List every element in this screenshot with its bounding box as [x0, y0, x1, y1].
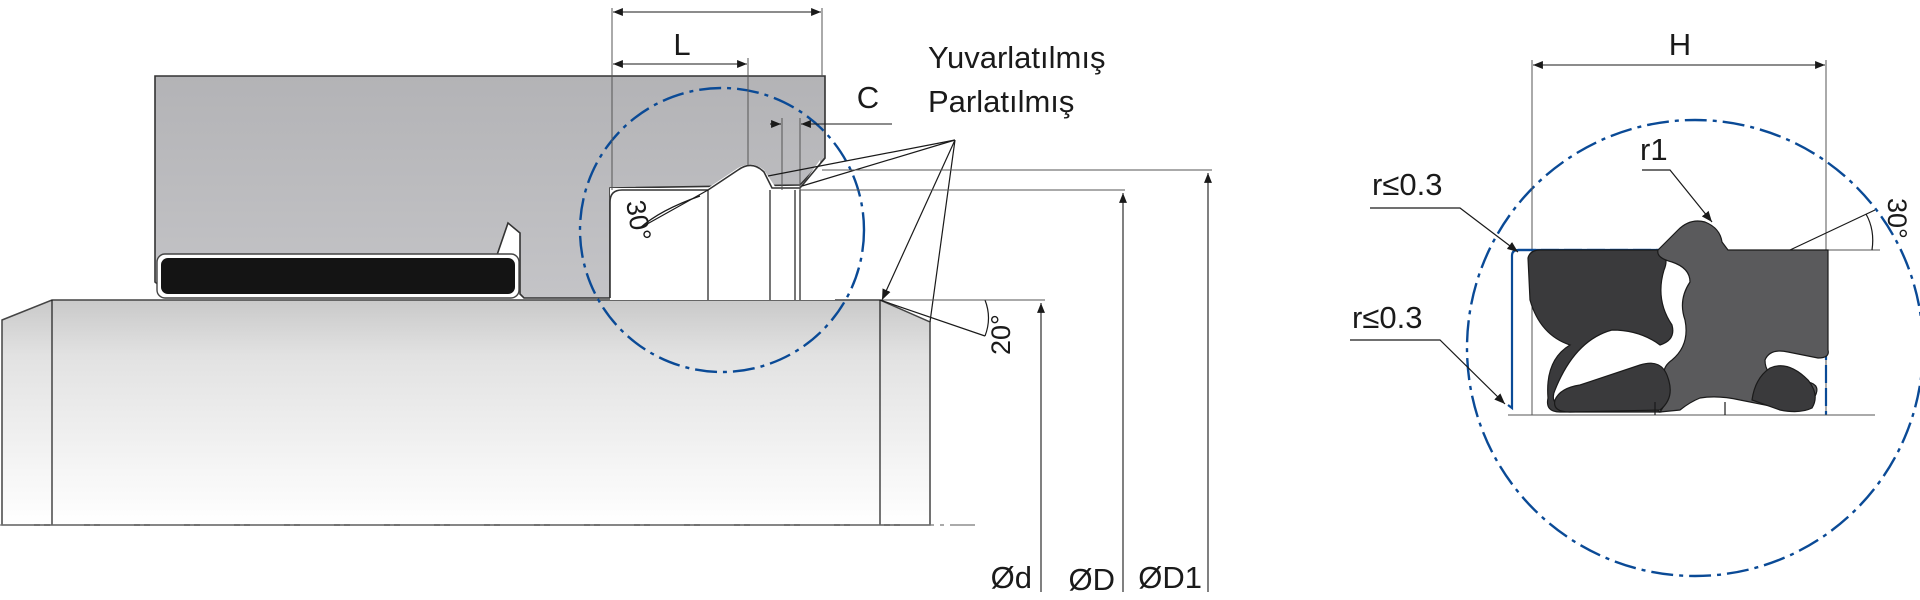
angle-20-label: 20°	[986, 314, 1016, 355]
angle-20-leg	[879, 299, 986, 337]
detail-circle-right	[1465, 118, 1920, 578]
angle-30r-label: 30°	[1882, 198, 1912, 239]
diameter-D-label: ØD	[1069, 562, 1116, 597]
seal-right-lip	[1751, 365, 1816, 413]
note-polished: Parlatılmış	[928, 84, 1074, 119]
r1-label: r1	[1640, 132, 1668, 167]
angle-30r-arc	[1865, 213, 1874, 251]
r1-leader	[1642, 169, 1713, 223]
radius-bottom-leader	[1350, 339, 1506, 405]
rod-body	[1, 299, 931, 526]
note-rounded: Yuvarlatılmış	[928, 40, 1105, 75]
seal-groove	[610, 160, 835, 300]
seal-body	[1657, 220, 1829, 413]
radius-bottom-label: r≤0.3	[1352, 300, 1422, 335]
radius-top-leader	[1370, 207, 1519, 253]
groove-outline	[609, 157, 826, 298]
h-dimension-label: H	[1669, 27, 1691, 62]
angle-30-label: 30°	[620, 198, 657, 243]
diameter-d-label: Ød	[991, 560, 1032, 595]
seal-lower-lip	[1553, 362, 1671, 413]
angle-20-arc	[984, 299, 990, 337]
guide-ring-core	[161, 258, 515, 294]
c-dimension-label: C	[857, 80, 879, 115]
angle-30-leg	[639, 189, 709, 229]
left-view: L C Yuvarlatılmış Parlatılmış 30° 20°	[0, 8, 1212, 597]
right-view: H r1 r≤0.3 r≤0.3 30°	[1350, 27, 1920, 578]
radius-top-label: r≤0.3	[1372, 167, 1442, 202]
detail-circle-left	[578, 86, 866, 374]
seal-lip-dark	[1527, 249, 1674, 413]
angle-30r-leg	[1789, 209, 1876, 251]
diameter-D1-label: ØD1	[1138, 560, 1202, 595]
l-dimension-label: L	[673, 27, 690, 62]
